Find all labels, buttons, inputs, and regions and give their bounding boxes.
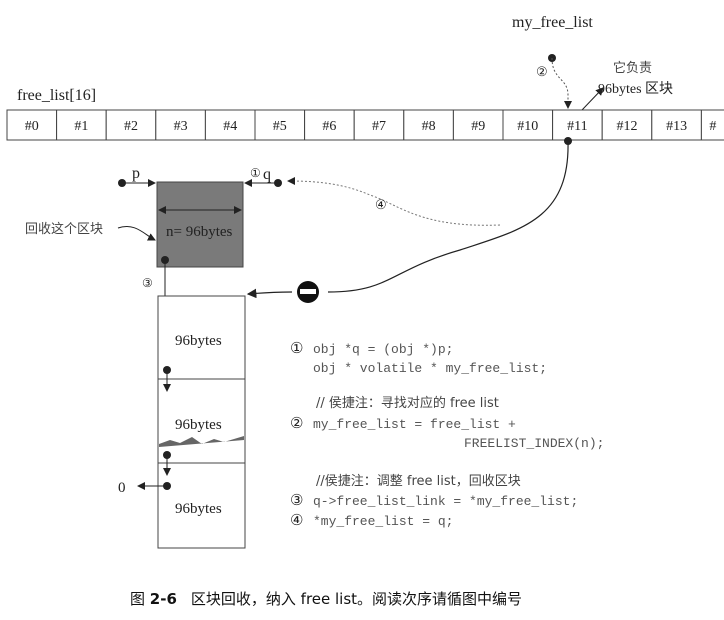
array-cell — [700, 109, 724, 141]
torn-edge — [159, 436, 244, 447]
note-arrow — [581, 87, 604, 111]
note-line1: 它负责 — [613, 60, 652, 76]
code-step2-marker: ② — [290, 416, 303, 432]
code-line: my_free_list = free_list + — [313, 417, 516, 432]
step3-marker: ③ — [142, 276, 153, 290]
note-line2: 96bytes 区块 — [598, 81, 673, 97]
array-cell-label: #2 — [124, 119, 138, 134]
array-cell — [304, 109, 355, 141]
step4-marker: ④ — [375, 197, 387, 212]
old-link-curve — [327, 140, 569, 293]
array-cell — [601, 109, 653, 141]
array-cell-label: #6 — [322, 119, 336, 134]
array-cell — [452, 109, 504, 141]
code-line: FREELIST_INDEX(n); — [464, 436, 604, 451]
array-cell — [651, 109, 702, 141]
caption-number: 2-6 — [150, 590, 177, 608]
code-line: q->free_list_link = *my_free_list; — [313, 494, 578, 509]
chunk-stack — [157, 295, 246, 549]
code-step1-marker: ① — [290, 341, 303, 357]
reclaimed-block — [156, 181, 244, 268]
array-cell — [353, 109, 405, 141]
code-comment: // 侯捷注：寻找对应的 free list — [316, 395, 499, 411]
code-line: obj *q = (obj *)p; — [313, 342, 453, 357]
step1-marker: ① — [250, 166, 261, 180]
array-cell-label: #12 — [617, 119, 638, 134]
array-cell-label: #3 — [174, 119, 188, 134]
array-cell — [502, 109, 554, 141]
block-size-label: n= 96bytes — [166, 224, 233, 240]
free-list-array: #0 #1 #2 #3 #4 #5 #6 #7 #8 #9 #10 #11 #12 #13 # — [6, 109, 724, 141]
old-link-arrow — [246, 288, 293, 299]
array-cell-label: # — [709, 119, 716, 134]
code-step4-marker: ④ — [290, 513, 303, 529]
array-cell-label: #9 — [471, 119, 485, 134]
p-label: p — [132, 165, 140, 182]
array-cell-label: #10 — [517, 119, 538, 134]
array-cell — [403, 109, 454, 141]
array-cell — [254, 109, 306, 141]
step2-arrow — [551, 57, 572, 109]
code-step3-marker: ③ — [290, 493, 303, 509]
code-comment: //侯捷注：调整 free list，回收区块 — [316, 474, 521, 489]
array-cell-label: #7 — [372, 119, 386, 134]
chunk-label: 96bytes — [175, 333, 222, 349]
array-cell — [204, 109, 256, 141]
code-block: ① obj *q = (obj *)p; obj * volatile * my… — [290, 341, 604, 529]
null-label: 0 — [118, 480, 126, 496]
array-cell-label: #13 — [666, 119, 687, 134]
cut-link-bar — [300, 289, 316, 294]
my-free-list-label: my_free_list — [512, 14, 593, 31]
array-cell-label: #0 — [25, 119, 39, 134]
array-cell-label: #11 — [567, 119, 587, 134]
code-line: obj * volatile * my_free_list; — [313, 361, 547, 376]
array-cell — [56, 109, 107, 141]
array-cell-label: #8 — [422, 119, 436, 134]
q-label: q — [263, 166, 271, 183]
figure-caption: 图 2-6 区块回收，纳入 free list。阅读次序请循图中编号 — [130, 590, 522, 608]
array-cell-label: #5 — [273, 119, 287, 134]
chunk-label: 96bytes — [175, 417, 222, 433]
step4-arrow — [287, 177, 501, 226]
caption-prefix: 图 — [130, 590, 150, 608]
array-cell-label: #1 — [74, 119, 88, 134]
array-cell-label: #4 — [223, 119, 237, 134]
chunk-label: 96bytes — [175, 501, 222, 517]
step2-marker: ② — [536, 64, 548, 79]
code-line: *my_free_list = q; — [313, 514, 453, 529]
array-cell — [552, 109, 603, 141]
array-label: free_list[16] — [17, 87, 96, 104]
reclaim-label: 回收这个区块 — [25, 221, 103, 237]
caption-text: 区块回收，纳入 free list。阅读次序请循图中编号 — [191, 590, 522, 608]
reclaim-arrow — [117, 226, 156, 241]
